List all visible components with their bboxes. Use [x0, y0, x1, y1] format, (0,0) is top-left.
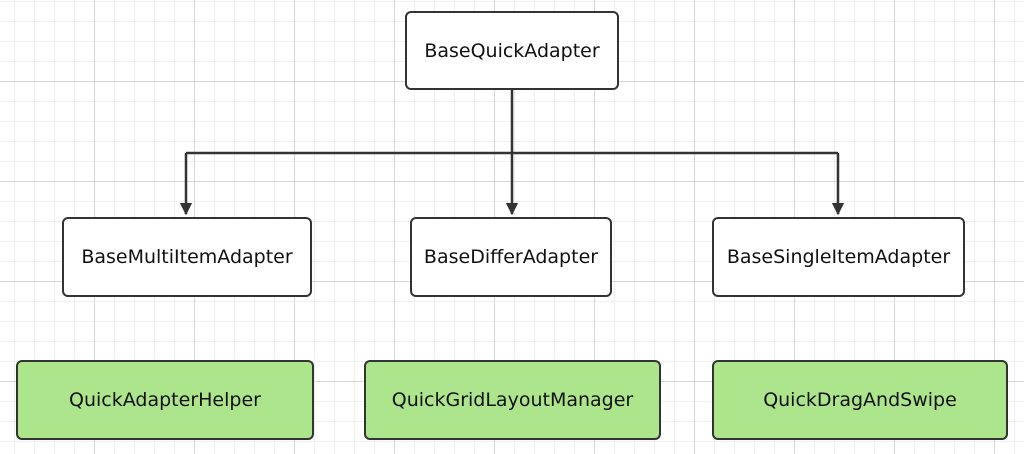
node-quick-drag-and-swipe[interactable]: QuickDragAndSwipe	[712, 360, 1008, 440]
node-label: BaseMultiItemAdapter	[81, 246, 293, 268]
node-label: QuickDragAndSwipe	[763, 389, 957, 411]
node-base-quick-adapter[interactable]: BaseQuickAdapter	[405, 11, 619, 90]
node-base-single-item-adapter[interactable]: BaseSingleItemAdapter	[712, 217, 965, 297]
node-label: BaseSingleItemAdapter	[726, 246, 951, 268]
node-label: BaseDifferAdapter	[423, 246, 599, 268]
node-label: QuickAdapterHelper	[69, 389, 261, 411]
node-base-differ-adapter[interactable]: BaseDifferAdapter	[410, 217, 612, 297]
node-label: QuickGridLayoutManager	[391, 389, 634, 411]
node-quick-grid-layout-manager[interactable]: QuickGridLayoutManager	[364, 360, 661, 440]
node-base-multi-item-adapter[interactable]: BaseMultiItemAdapter	[62, 217, 312, 297]
node-label: BaseQuickAdapter	[424, 39, 600, 62]
node-quick-adapter-helper[interactable]: QuickAdapterHelper	[16, 360, 314, 440]
